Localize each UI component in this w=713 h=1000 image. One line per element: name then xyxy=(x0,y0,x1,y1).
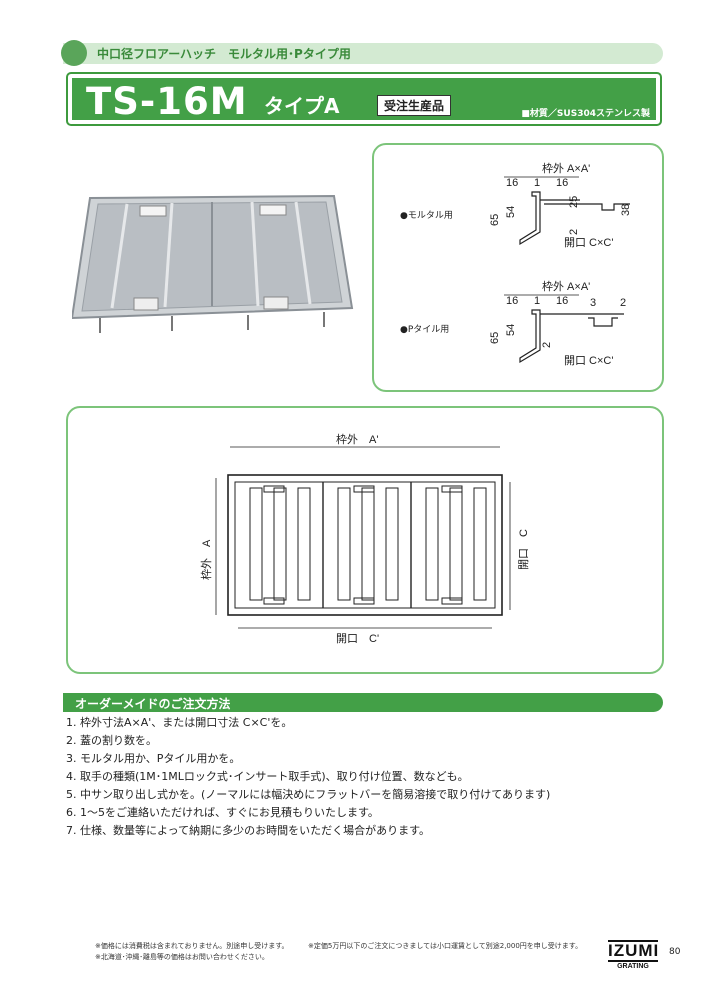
mortar-opening-label: 開口 C×C' xyxy=(564,236,613,249)
ptile-label: ●Pタイル用 xyxy=(400,325,450,335)
ptile-h1: 65 xyxy=(489,332,501,344)
title-banner: TS-16M タイプA 受注生産品 ■材質／SUS304ステンレス製 xyxy=(72,78,656,123)
ptile-w2: 1 xyxy=(534,295,540,307)
mortar-w1: 16 xyxy=(506,177,518,189)
ptile-h2: 54 xyxy=(505,324,517,336)
category-label: 中口径フロアーハッチ モルタル用･Pタイプ用 xyxy=(97,47,351,61)
title-box: TS-16M タイプA 受注生産品 ■材質／SUS304ステンレス製 xyxy=(66,72,662,126)
page-number: 80 xyxy=(669,947,681,957)
footer-note-shipping: ※定価5万円以下のご注文につきましては小口運賃として別途2,000円を申し受けま… xyxy=(308,942,583,950)
order-step: 4. 取手の種類(1M･1MLロック式･インサート取手式)、取り付け位置、数など… xyxy=(66,770,469,783)
order-step: 5. 中サン取り出し式かを。(ノーマルには幅決めにフラットバーを簡易溶接で取り付… xyxy=(66,788,551,801)
ptile-h4: 2 xyxy=(620,297,626,309)
mortar-w2: 1 xyxy=(534,177,540,189)
plan-opening-width-label: 開口 C' xyxy=(336,632,379,645)
ptile-outer-label: 枠外 A×A' xyxy=(542,279,590,293)
order-steps: 1. 枠外寸法A×A'、または開口寸法 C×C'を。 2. 蓋の割り数を。 3.… xyxy=(66,714,666,840)
order-step: 3. モルタル用か、Pタイル用かを。 xyxy=(66,752,241,765)
plan-drawing: 枠外 A' 枠外 A 開口 C 開口 C' xyxy=(199,432,530,645)
mortar-label: ●モルタル用 xyxy=(400,211,453,221)
leaf-logo-icon xyxy=(61,40,87,66)
mortar-h3: 25 xyxy=(568,196,580,208)
plan-box xyxy=(66,406,664,674)
ptile-w1: 16 xyxy=(506,295,518,307)
cross-section-box xyxy=(372,143,664,392)
mortar-h5: 2 xyxy=(568,229,580,235)
plan-opening-height-label: 開口 C xyxy=(517,529,530,570)
plan-outer-height-label: 枠外 A xyxy=(199,539,213,580)
made-to-order-badge: 受注生産品 xyxy=(377,95,452,116)
order-step: 2. 蓋の割り数を。 xyxy=(66,734,157,747)
ptile-section-drawing: 枠外 A×A' 16 1 16 65 54 3 2 2 開口 C×C' xyxy=(489,279,626,367)
ptile-h5: 2 xyxy=(541,342,553,348)
brand-name: IZUMI xyxy=(608,940,660,962)
material-note: ■材質／SUS304ステンレス製 xyxy=(521,109,650,119)
order-heading: オーダーメイドのご注文方法 xyxy=(75,697,231,711)
brand-logo: IZUMI GRATING xyxy=(608,940,658,974)
type-name: タイプA xyxy=(264,94,340,118)
ptile-w3: 16 xyxy=(556,295,568,307)
mortar-h2: 54 xyxy=(505,206,517,218)
brand-sub: GRATING xyxy=(617,963,649,970)
order-step: 6. 1～5をご連絡いただければ、すぐにお見積もりいたします。 xyxy=(66,806,379,819)
order-heading-bar: オーダーメイドのご注文方法 xyxy=(63,693,663,712)
order-step: 7. 仕様、数量等によって納期に多少のお時間をいただく場合があります。 xyxy=(66,824,431,837)
model-name: TS-16M xyxy=(86,80,248,123)
mortar-outer-label: 枠外 A×A' xyxy=(542,161,590,175)
mortar-w3: 16 xyxy=(556,177,568,189)
product-photo xyxy=(72,194,354,333)
category-bar: 中口径フロアーハッチ モルタル用･Pタイプ用 xyxy=(61,40,663,66)
mortar-h1: 65 xyxy=(489,214,501,226)
footer-note-tax: ※価格には消費税は含まれておりません。別途申し受けます。 xyxy=(95,942,289,950)
mortar-h4: 38 xyxy=(620,204,632,216)
mortar-section-drawing: 枠外 A×A' 16 1 16 65 54 25 38 2 開口 C×C' xyxy=(489,161,632,249)
ptile-h3: 3 xyxy=(590,297,596,309)
ptile-opening-label: 開口 C×C' xyxy=(564,354,613,367)
plan-outer-width-label: 枠外 A' xyxy=(336,432,378,446)
order-step: 1. 枠外寸法A×A'、または開口寸法 C×C'を。 xyxy=(66,716,293,729)
footer-note-regions: ※北海道･沖縄･離島等の価格はお問い合わせください。 xyxy=(95,953,269,961)
